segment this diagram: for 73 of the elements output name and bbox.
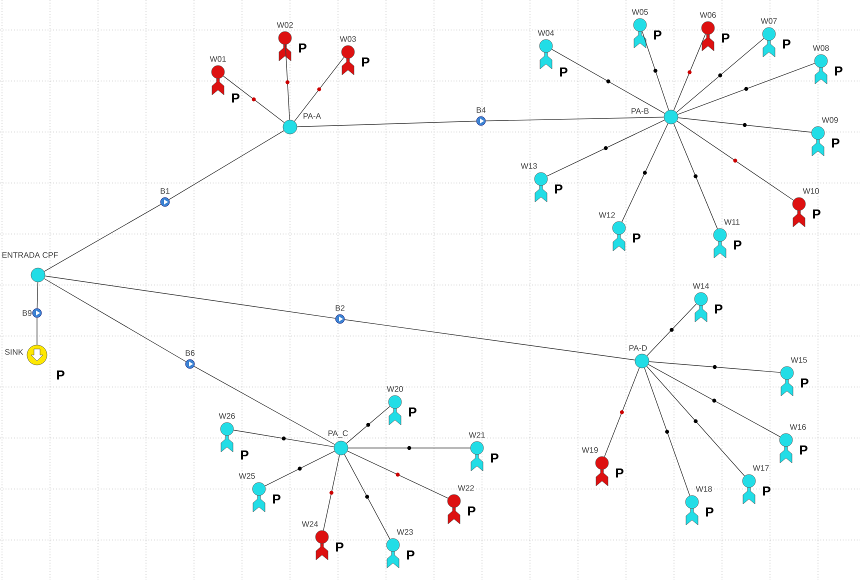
status-letter: P xyxy=(835,66,842,76)
status-letter: P xyxy=(832,138,840,148)
pipeline xyxy=(222,76,285,123)
pipeline xyxy=(296,120,477,128)
junction-node: PA-D xyxy=(629,345,650,368)
junction-node: PA_C xyxy=(328,430,348,456)
pipeline xyxy=(264,450,335,486)
status-letter: P xyxy=(616,468,624,478)
pipeline xyxy=(294,56,344,122)
pipeline xyxy=(646,304,697,356)
pipeline xyxy=(642,31,670,111)
pipeline xyxy=(673,123,718,230)
status-letter: P xyxy=(813,210,820,218)
node-label: PA_C xyxy=(328,430,348,438)
node-label: ENTRADA CPF xyxy=(2,252,58,258)
pipeline xyxy=(676,38,764,113)
pipeline xyxy=(233,430,334,448)
status-letter: P xyxy=(57,370,64,380)
pipeline xyxy=(344,319,636,360)
status-letter: P xyxy=(468,506,476,516)
status-letter: P xyxy=(706,508,714,516)
pipeline xyxy=(677,63,816,115)
pipeline xyxy=(648,364,780,438)
status-letter: P xyxy=(800,446,808,454)
status-letter: P xyxy=(555,184,562,194)
pipeline xyxy=(348,446,471,450)
pipeline xyxy=(344,454,390,540)
pipeline xyxy=(673,34,706,111)
status-letter: P xyxy=(801,378,808,388)
pipeline xyxy=(346,406,390,444)
status-letter: P xyxy=(763,486,770,496)
pipeline xyxy=(347,450,448,498)
pipeline xyxy=(168,130,284,200)
status-letter: P xyxy=(734,240,742,250)
status-letter: P xyxy=(273,494,280,504)
pipeline xyxy=(44,276,336,319)
status-letter: P xyxy=(715,304,722,314)
pipeline xyxy=(648,361,781,373)
status-letter: P xyxy=(654,30,662,40)
node-label: PA-D xyxy=(629,345,647,351)
status-letter: P xyxy=(633,234,640,242)
pipeline xyxy=(546,120,665,176)
pipeline xyxy=(644,367,690,496)
node-label: PA-B xyxy=(632,108,649,114)
status-letter: P xyxy=(491,454,498,462)
pipeline xyxy=(604,367,640,458)
junction-node: PA-B xyxy=(632,108,678,124)
status-letter: P xyxy=(722,34,730,42)
pipeline xyxy=(323,454,340,531)
pipeline xyxy=(622,123,668,222)
status-letter: P xyxy=(409,408,416,416)
pipeline xyxy=(678,117,812,133)
status-letter: P xyxy=(783,40,790,48)
pipeline xyxy=(36,317,38,346)
pipeline xyxy=(646,366,745,476)
junction-node: PA-A xyxy=(282,113,322,134)
status-letter: P xyxy=(336,542,344,552)
pipeline xyxy=(285,44,290,120)
node-label: PA-A xyxy=(304,113,322,119)
status-letter: P xyxy=(299,44,306,52)
pipeline xyxy=(551,48,666,114)
junction-node: ENTRADA CPF xyxy=(2,252,58,282)
status-letter: P xyxy=(362,58,370,66)
status-letter: P xyxy=(407,550,414,560)
pipeline xyxy=(44,204,162,272)
pipeline xyxy=(36,282,38,309)
status-letter: P xyxy=(560,68,568,76)
pipeline xyxy=(676,120,794,201)
pipeline xyxy=(44,278,186,362)
pipeline xyxy=(485,116,664,122)
status-letter: P xyxy=(232,94,240,102)
status-letter: P xyxy=(241,450,248,460)
pipeline xyxy=(194,366,336,445)
